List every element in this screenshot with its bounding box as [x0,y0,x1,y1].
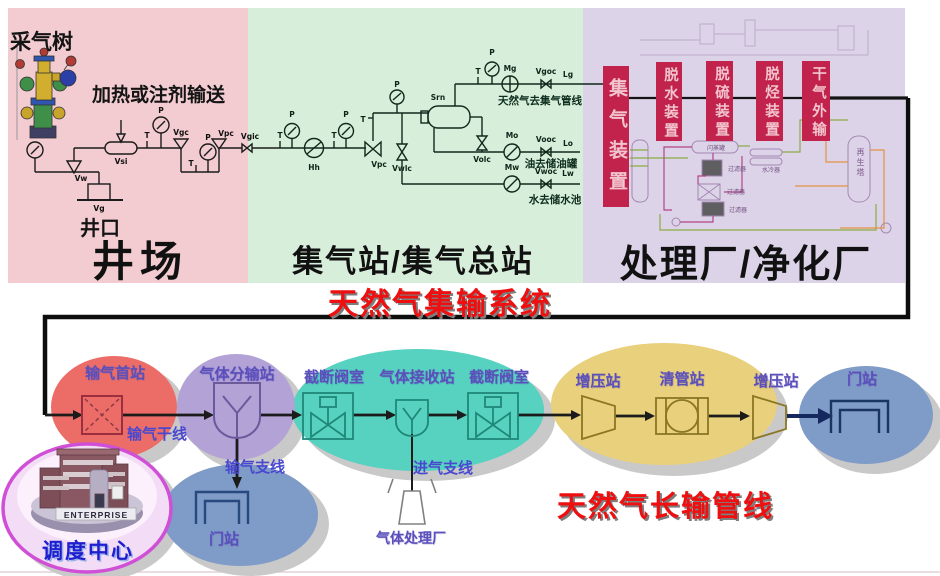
gate-end-ellipse [799,366,933,464]
wellsite-panel [8,8,248,283]
tag-vwoc: Vwoc [535,167,557,176]
tag-vpc-s: Vpc [371,160,387,169]
booster-group-ellipse [551,343,777,465]
tag-t4: T [331,131,337,140]
tag-vwlc: Vwlc [392,164,412,173]
gate-station-end-symbol [829,399,890,433]
distribution-station-symbol [213,382,261,439]
booster-label-2: 增压站 [753,373,799,390]
dispatch-center-label: 调度中心 [42,540,134,563]
tag-volc: Volc [473,155,491,164]
tag-lo: Lo [563,139,573,148]
tag-p2: P [205,133,211,142]
bg-filter-label-3: 过滤器 [729,206,747,214]
gathering-banner: 天然气集输系统 [328,288,552,321]
wellhead-label: 井口 [80,218,120,240]
first-station-symbol [81,395,123,435]
bg-regen-tower-label: 再生塔 [856,148,865,178]
tag-vw: Vw [75,174,88,183]
unit-desulfur-device: 脱硫装置 [706,61,733,141]
tag-t5: T [360,115,366,124]
unit-dehydrocarbon-device: 脱烃装置 [756,61,783,141]
station-panel [248,8,583,283]
gathering-to-pipeline-link [42,98,911,415]
tag-vgc: Vgc [173,128,189,137]
bg-filter-label-2: 过滤器 [727,188,745,196]
block-valve-label-2: 截断阀室 [468,369,529,386]
oil-line-label: 油去储油罐 [525,157,578,170]
tag-t1: T [144,131,150,140]
tag-lg: Lg [563,70,573,79]
tag-lw: Lw [562,169,574,178]
tag-srn: Srn [431,93,445,102]
booster-symbol-1 [581,394,616,441]
receiving-label: 气体接收站 [379,369,455,386]
booster-label-1: 增压站 [575,373,621,390]
gate-end-label: 门站 [846,371,877,388]
tag-mo: Mo [506,131,519,140]
tag-p3: P [289,110,295,119]
valve-group-ellipse [292,349,544,471]
tag-mw: Mw [505,163,519,172]
tag-vgic: Vgic [241,132,259,141]
tag-vsi: Vsi [115,157,128,166]
tag-mg: Mg [504,64,517,73]
first-station-label: 输气首站 [84,365,145,382]
distribution-ellipse [177,354,295,460]
gate-branch-label: 门站 [208,531,239,548]
station-title: 集气站/集气总站 [292,244,534,279]
enterprise-building-image [31,448,143,533]
tag-vooc: Vooc [536,135,556,144]
unit-gathering-device: 集气装置 [603,66,629,207]
tag-hh: Hh [308,163,320,172]
pig-station-label: 清管站 [659,371,705,388]
bg-filter-label-1: 过滤器 [728,165,746,173]
pig-station-symbol [655,397,709,435]
booster-symbol-2 [752,394,787,441]
unit-dry-gas-export: 干气外输 [802,61,830,141]
plant-title: 处理厂/净化厂 [619,244,873,286]
tree-label: 采气树 [10,31,73,54]
unit-dehydration-device: 脱水装置 [656,62,682,141]
receiving-station-symbol [395,399,429,437]
plant-background-diagram [630,19,892,234]
station-schematic [279,61,603,193]
trunk-line-label: 输气干线 [126,426,187,443]
tag-p1: P [158,106,164,115]
wellsite-schematic [26,116,280,201]
tag-t2: T [188,159,194,168]
pipeline-lines [45,410,750,491]
bg-flash-tank-label: 闪蒸罐 [707,144,725,152]
gas-line-label: 天然气去集气管线 [498,94,582,107]
wellsite-title: 井场 [91,238,188,285]
long-pipeline-banner: 天然气长输管线 [556,491,774,523]
pipeline-final-arrow [787,408,833,424]
tag-vg: Vg [93,204,104,213]
tag-p5: P [394,80,400,89]
dispatch-center [1,442,173,574]
processing-plant-label: 气体处理厂 [376,530,446,546]
water-line-label: 水去储水池 [528,193,582,206]
tag-t6: T [475,67,481,76]
tag-t3: T [277,131,283,140]
bg-cooler-label: 水冷器 [762,166,780,174]
inlet-branch-label: 进气支线 [412,460,473,477]
tag-p6: P [489,48,495,57]
branch-line-label: 输气支线 [224,459,285,476]
block-valve-label-1: 截断阀室 [303,369,364,386]
tag-vpc-w: Vpc [218,129,234,138]
christmas-tree-image [15,47,77,139]
block-valve-symbol-2 [467,392,519,440]
block-valve-symbol-1 [302,392,354,440]
enterprise-sign: ENTERPRISE [63,510,129,520]
tag-vgoc: Vgoc [536,67,557,76]
gate-station-branch-symbol [194,490,250,524]
tag-p4: P [343,110,349,119]
distribution-label: 气体分输站 [199,366,275,383]
processing-plant-symbol [387,478,437,525]
heating-label: 加热或注剂输送 [92,85,226,106]
